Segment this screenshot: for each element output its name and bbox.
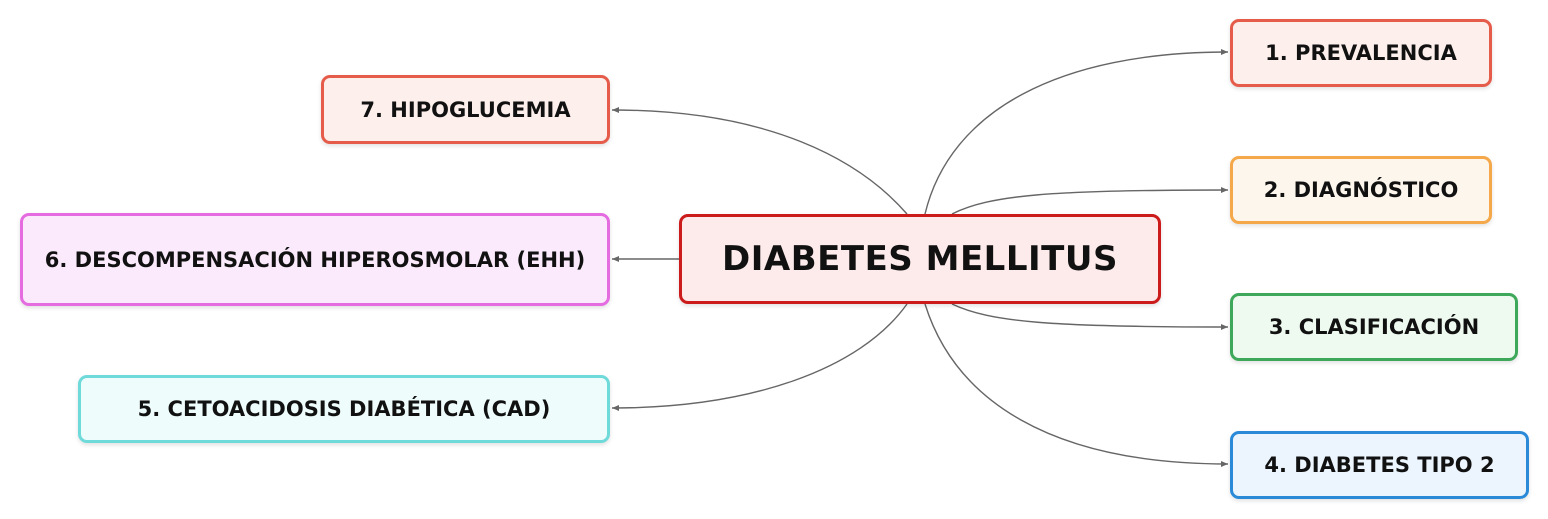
connector-prevalencia: [924, 49, 1229, 215]
topic-label: 6. DESCOMPENSACIÓN HIPEROSMOLAR (EHH): [44, 247, 586, 272]
topic-hipoglucemia[interactable]: 7. HIPOGLUCEMIA: [321, 75, 610, 144]
topic-label: 4. DIABETES TIPO 2: [1264, 453, 1495, 477]
central-topic[interactable]: DIABETES MELLITUS: [679, 214, 1161, 304]
topic-diabetes-tipo-2[interactable]: 4. DIABETES TIPO 2: [1230, 431, 1529, 499]
connector-diagnostico: [951, 187, 1229, 215]
connector-diabetes-tipo-2: [924, 303, 1229, 467]
topic-label: 2. DIAGNÓSTICO: [1263, 178, 1459, 202]
connector-clasificacion: [951, 303, 1229, 330]
topic-label: 5. CETOACIDOSIS DIABÉTICA (CAD): [137, 397, 551, 421]
connector-cetoacidosis: [611, 303, 908, 411]
topic-label: 3. CLASIFICACIÓN: [1268, 315, 1480, 339]
topic-diagnostico[interactable]: 2. DIAGNÓSTICO: [1230, 156, 1492, 224]
topic-label: 1. PREVALENCIA: [1265, 41, 1457, 65]
topic-prevalencia[interactable]: 1. PREVALENCIA: [1230, 19, 1492, 87]
connector-hipoglucemia: [611, 107, 908, 215]
topic-label: 7. HIPOGLUCEMIA: [360, 97, 571, 122]
topic-descompensacion[interactable]: 6. DESCOMPENSACIÓN HIPEROSMOLAR (EHH): [20, 213, 610, 306]
central-topic-label: DIABETES MELLITUS: [722, 239, 1118, 279]
topic-cetoacidosis[interactable]: 5. CETOACIDOSIS DIABÉTICA (CAD): [78, 375, 610, 443]
topic-clasificacion[interactable]: 3. CLASIFICACIÓN: [1230, 293, 1518, 361]
